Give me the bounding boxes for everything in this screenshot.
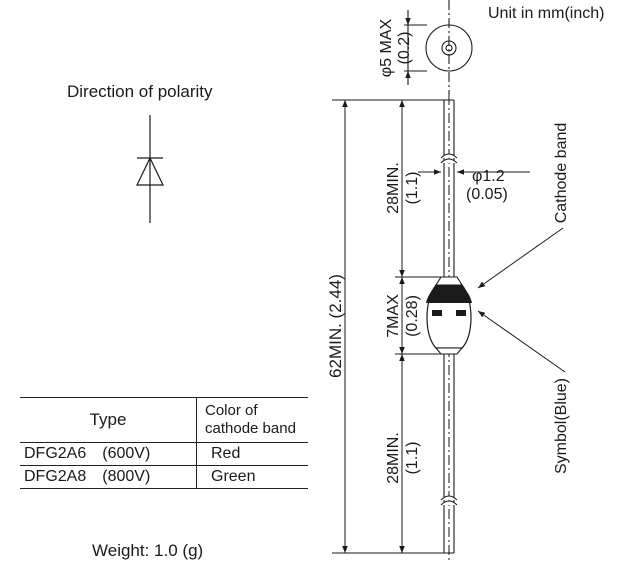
- dimension-lines: [342, 100, 530, 553]
- cathode-band-icon: [426, 285, 472, 303]
- header-color-line2: cathode band: [205, 420, 296, 437]
- type-table: Type Color of cathode band DFG2A6 (600V) …: [20, 397, 308, 489]
- band-color: Red: [196, 442, 308, 466]
- model-voltage: (600V): [102, 445, 151, 462]
- symbol-label: Symbol(Blue): [553, 378, 570, 474]
- model-name: DFG2A8: [24, 468, 87, 485]
- end-view-icon: [404, 0, 473, 95]
- band-color: Green: [196, 465, 308, 489]
- lead-top-length-in: (1.1): [404, 172, 421, 205]
- header-color: Color of cathode band: [196, 397, 308, 443]
- table-row: DFG2A8 (800V) Green: [20, 465, 308, 489]
- polarity-title: Direction of polarity: [67, 82, 213, 101]
- cathode-band-label: Cathode band: [553, 123, 570, 224]
- lead-bottom-length-in: (1.1): [404, 442, 421, 475]
- body-length-in: (0.28): [404, 295, 421, 337]
- lead-top-length-mm: 28MIN.: [385, 162, 402, 214]
- lead-diameter-mm: φ1.2: [472, 168, 505, 185]
- body-length-mm: 7MAX: [385, 294, 402, 338]
- body-diameter-in: (0.2): [396, 32, 413, 65]
- lead-diameter-in: (0.05): [466, 186, 508, 203]
- header-type: Type: [20, 397, 197, 443]
- table-row: DFG2A6 (600V) Red: [20, 442, 308, 466]
- model-voltage: (800V): [102, 468, 151, 485]
- diode-symbol-icon: [136, 115, 164, 223]
- diode-body: [426, 95, 472, 560]
- weight-text: Weight: 1.0 (g): [92, 541, 204, 560]
- header-color-line1: Color of: [205, 402, 258, 419]
- total-length-dim: 62MIN. (2.44): [326, 274, 345, 378]
- symbol-mark-icon: [432, 310, 442, 316]
- body-diameter-mm: φ5 MAX: [378, 18, 395, 77]
- unit-label: Unit in mm(inch): [488, 5, 605, 22]
- lead-bottom-length-mm: 28MIN.: [385, 432, 402, 484]
- model-name: DFG2A6: [24, 445, 87, 462]
